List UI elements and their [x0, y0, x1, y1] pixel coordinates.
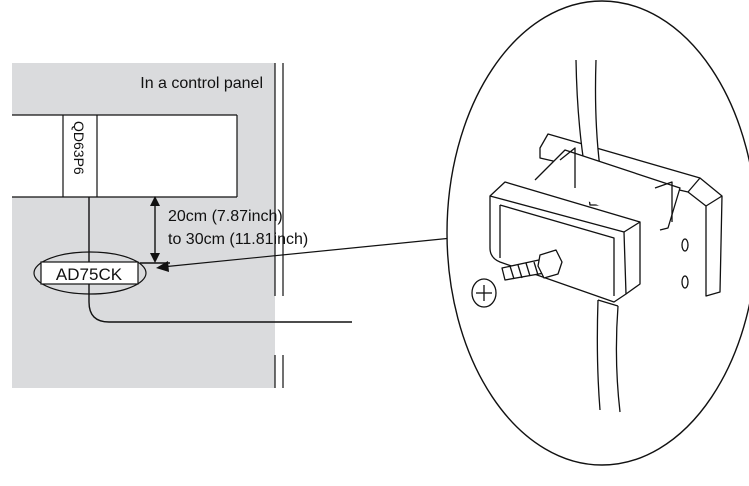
distance-text-line1: 20cm (7.87inch) [168, 208, 283, 225]
cable [88, 197, 352, 323]
clamp-label: AD75CK [56, 265, 123, 284]
clamp-screw [471, 249, 563, 308]
detail-leader-arrow [156, 237, 453, 272]
shielded-cable-lower [596, 299, 621, 413]
distance-text-line2: to 30cm (11.81inch) [168, 231, 308, 248]
clamp-back [534, 149, 681, 231]
clamp-detail-illustration [471, 59, 723, 413]
clamp-highlight-ellipse [33, 251, 147, 295]
clamp-label-box [40, 261, 139, 285]
panel-wall [274, 63, 284, 388]
plc-module [12, 114, 238, 198]
module-label: QD63P6 [71, 121, 87, 175]
control-panel-area [12, 63, 275, 388]
panel-label: In a control panel [140, 75, 263, 92]
clamp-front-frame [489, 195, 627, 303]
